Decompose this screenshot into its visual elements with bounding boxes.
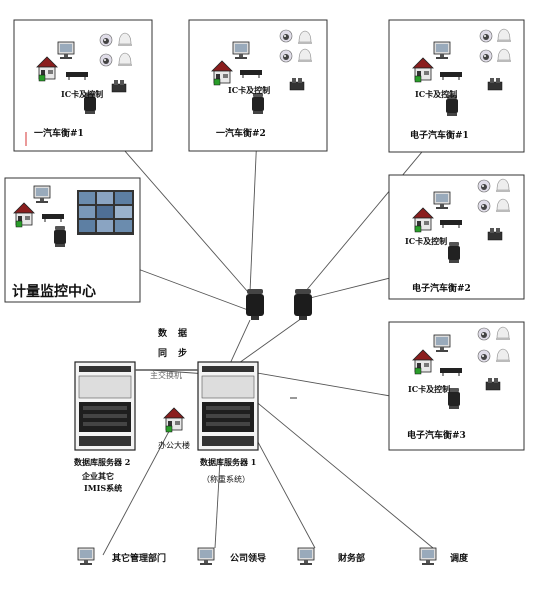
office-building-icon bbox=[163, 407, 185, 433]
pc-icon-dispatch bbox=[419, 547, 437, 566]
station-4-label: 电子汽车衡#2 bbox=[412, 284, 471, 294]
pc-icon-finance bbox=[297, 547, 315, 566]
server-2-sub2: IMIS系统 bbox=[84, 483, 123, 493]
core-switch-label: 主交换机 bbox=[150, 371, 182, 380]
client-leaders-label: 公司领导 bbox=[230, 554, 267, 564]
server-1-label: 数据库服务器 1 bbox=[200, 457, 257, 467]
server-2-label: 数据库服务器 2 bbox=[74, 457, 131, 467]
station-5-ctrl-label: IC卡及控制 bbox=[408, 384, 451, 394]
office-building-label: 办公大楼 bbox=[158, 441, 190, 450]
station-4-ctrl-label: IC卡及控制 bbox=[405, 236, 448, 246]
station-3-ctrl-label: IC卡及控制 bbox=[415, 89, 458, 99]
station-2-label: 一汽车衡#2 bbox=[216, 129, 266, 139]
client-finance-label: 财务部 bbox=[338, 554, 366, 564]
client-other-dept-label: 其它管理部门 bbox=[112, 554, 167, 564]
client-dispatch-label: 调度 bbox=[450, 554, 469, 564]
station-2-ctrl-label: IC卡及控制 bbox=[228, 85, 271, 95]
network-tower-right bbox=[294, 289, 312, 320]
server-2-rack bbox=[74, 361, 136, 451]
station-1-ctrl-label: IC卡及控制 bbox=[61, 89, 104, 99]
server-1-sub: （称重系统） bbox=[202, 475, 250, 484]
pc-icon-other-dept bbox=[77, 547, 95, 566]
monitor-center-label: 计量监控中心 bbox=[12, 284, 96, 300]
pc-icon-leaders bbox=[197, 547, 215, 566]
monitor-center-icons bbox=[13, 185, 134, 247]
station-5-label: 电子汽车衡#3 bbox=[407, 431, 466, 441]
sync-label-line2: 同 步 bbox=[158, 349, 189, 359]
station-3-label: 电子汽车衡#1 bbox=[410, 131, 469, 141]
video-wall bbox=[77, 190, 134, 235]
network-tower-left bbox=[246, 289, 264, 320]
server-2-sub1: 企业其它 bbox=[82, 471, 114, 481]
station-1-label: 一汽车衡#1 bbox=[34, 129, 84, 139]
station-box-5 bbox=[388, 321, 525, 451]
server-1-rack bbox=[197, 361, 259, 451]
sync-label-line1: 数 据 bbox=[158, 329, 189, 339]
